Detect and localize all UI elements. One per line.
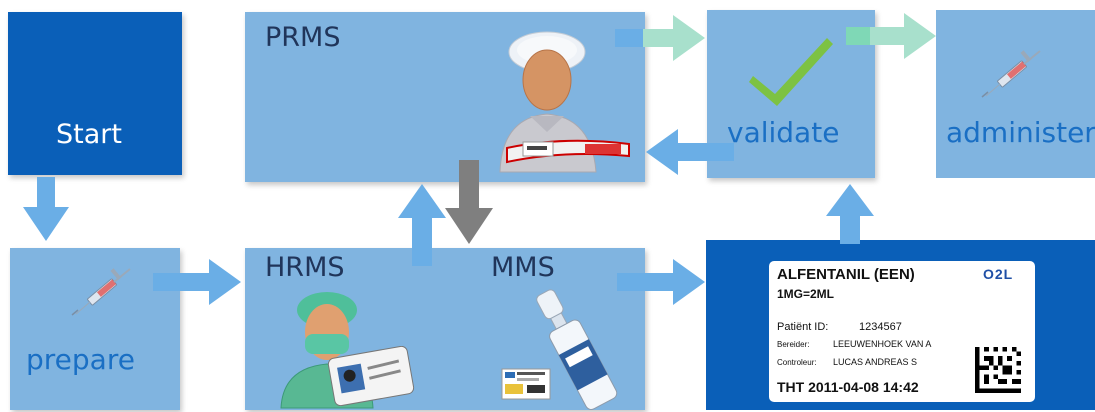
datamatrix-icon <box>975 347 1021 393</box>
arrow-hrms-to-prms <box>398 184 446 266</box>
controller-value: LUCAS ANDREAS S <box>833 357 918 367</box>
administer-label: administer <box>946 116 1095 149</box>
syringe-icon <box>71 267 131 316</box>
arrow-start-to-prepare <box>23 177 69 241</box>
prms-label: PRMS <box>265 22 341 53</box>
preparer-label: Bereider: <box>777 340 810 349</box>
arrow-prms-to-mms <box>445 160 493 244</box>
hrms-mms-node[interactable]: HRMS MMS <box>245 248 645 410</box>
controller-label: Controleur: <box>777 358 817 367</box>
arrow-prepare-to-hrms <box>153 259 241 305</box>
start-label: Start <box>56 119 122 150</box>
arrow-validate-to-prms <box>646 129 734 175</box>
checkmark-icon <box>749 38 833 106</box>
wristband-icon <box>506 139 630 164</box>
mms-label: MMS <box>491 252 555 283</box>
expiry-date: THT 2011-04-08 14:42 <box>777 379 919 395</box>
arrow-validate-to-administer <box>846 13 936 59</box>
vial-icon <box>536 289 618 410</box>
administer-node[interactable]: administer <box>936 10 1095 178</box>
drug-strength: 1MG=2ML <box>777 287 835 301</box>
patient-id-value: 1234567 <box>859 321 902 333</box>
hrms-label: HRMS <box>265 252 345 283</box>
med-label-icon <box>501 368 551 400</box>
prepare-label: prepare <box>26 343 135 376</box>
validate-label: validate <box>727 116 840 149</box>
arrow-prms-to-validate <box>615 15 705 61</box>
id-card-icon <box>327 346 415 406</box>
preparer-value: LEEUWENHOEK VAN A <box>833 339 932 349</box>
patient-id-label: Patiënt ID: <box>777 321 829 333</box>
logo-text: O2L <box>983 266 1014 282</box>
start-node[interactable]: Start <box>8 12 182 175</box>
arrow-label-to-validate <box>826 184 874 244</box>
prms-node[interactable]: PRMS <box>245 12 645 182</box>
drug-name: ALFENTANIL (EEN) <box>777 266 915 283</box>
syringe-icon <box>981 49 1041 99</box>
arrow-mms-to-label <box>617 259 705 305</box>
prepare-node[interactable]: prepare <box>10 248 180 410</box>
medication-label-card: ALFENTANIL (EEN) O2L 1MG=2ML Patiënt ID:… <box>769 261 1035 402</box>
